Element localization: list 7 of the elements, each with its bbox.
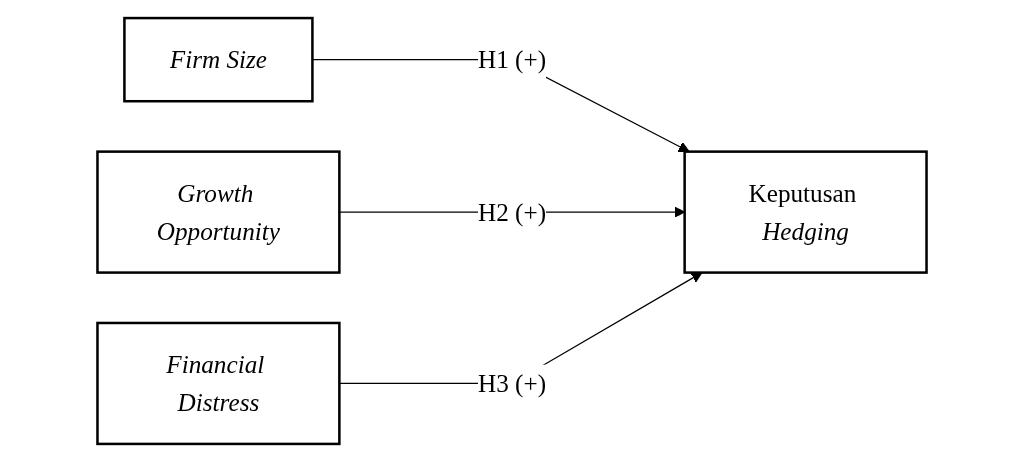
- edge-label: H2 (+): [477, 198, 547, 226]
- edge-label: H1 (+): [477, 45, 547, 74]
- node-box: Firm Size: [123, 16, 314, 103]
- node-box: Growth Opportunity: [96, 150, 341, 274]
- edge-label: H3 (+): [477, 369, 547, 398]
- node-box: Keputusan Hedging: [683, 150, 928, 274]
- node-box: Financial Distress: [96, 321, 341, 446]
